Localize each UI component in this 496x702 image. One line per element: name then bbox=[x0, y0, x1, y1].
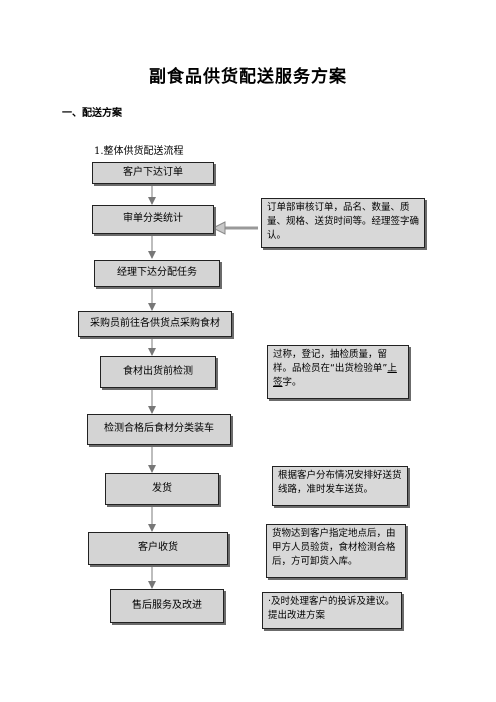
flow-step-pre-shipment-inspection: 食材出货前检测 bbox=[100, 356, 216, 388]
note-after-sales: ·及时处理客户的投诉及建议。提出改进方案 bbox=[262, 592, 402, 629]
flow-step-after-sales: 售后服务及改进 bbox=[110, 589, 224, 623]
note-inspection-underlined: 上签 bbox=[273, 362, 397, 388]
note-inspection-tail: 字。 bbox=[282, 376, 302, 388]
note-order-review: 订单部审核订单，品名、数量、质量、规格、送货时间等。经理签字确认。 bbox=[261, 198, 425, 248]
flow-step-purchasing: 采购员前往各供货点采购食材 bbox=[78, 311, 232, 337]
flow-step-sorting-loading: 检测合格后食材分类装车 bbox=[87, 414, 231, 445]
note-inspection: 过称，登记，抽检质量，留样。品检员在“出货检验单”上签字。 bbox=[267, 345, 409, 399]
flow-step-order-review: 审单分类统计 bbox=[92, 205, 214, 234]
flow-step-dispatch: 发货 bbox=[105, 473, 219, 505]
note-receiving: 货物达到客户指定地点后，由甲方人员验货，食材检测合格后，方可卸货入库。 bbox=[266, 524, 406, 578]
note-inspection-main: 过称，登记，抽检质量，留样。品检员在“出货检验单” bbox=[273, 349, 388, 374]
note-pointer-arrow bbox=[211, 221, 258, 235]
flow-step-customer-order: 客户下达订单 bbox=[92, 162, 214, 184]
flow-step-task-assignment: 经理下达分配任务 bbox=[94, 260, 220, 287]
document-title: 副食品供货配送服务方案 bbox=[149, 67, 347, 87]
flow-step-customer-receiving: 客户收货 bbox=[88, 532, 228, 565]
section-heading: 一、配送方案 bbox=[62, 108, 122, 119]
sub-heading: 1.整体供货配送流程 bbox=[94, 146, 184, 157]
note-delivery-route: 根据客户分布情况安排好送货线路，准时发车送货。 bbox=[272, 466, 408, 506]
